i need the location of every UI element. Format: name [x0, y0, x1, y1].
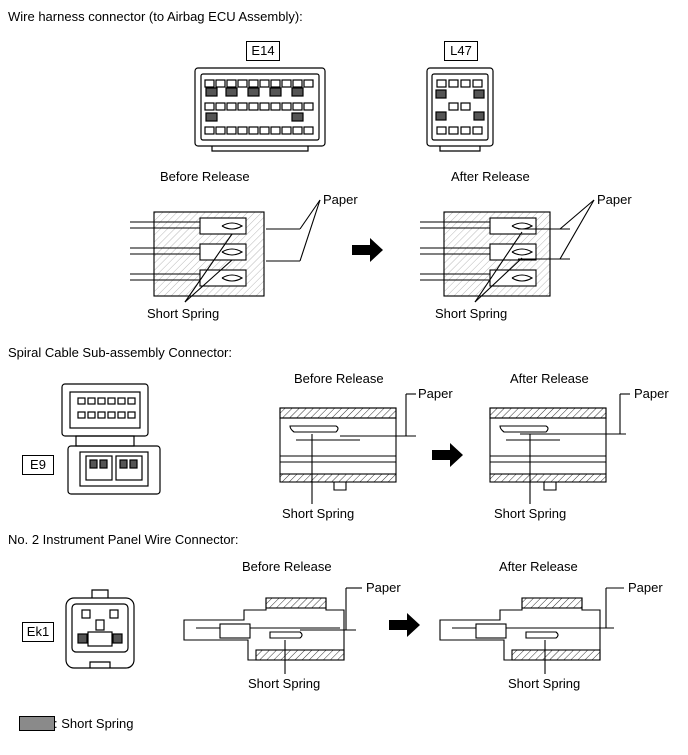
legend-swatch: [19, 716, 55, 731]
short-spring-label: Short Spring: [248, 676, 321, 691]
section2-before-side-view: [279, 393, 416, 504]
connector-e14-face: [194, 67, 326, 152]
after-release-label: After Release: [499, 559, 578, 574]
legend-label: : Short Spring: [54, 716, 134, 731]
paper-label: Paper: [597, 192, 632, 207]
section1-before-side-view: [130, 199, 321, 303]
section3-before-side-view: [183, 587, 362, 674]
after-release-label: After Release: [451, 169, 530, 184]
arrow-icon: [432, 443, 463, 467]
arrow-icon: [352, 238, 383, 262]
after-release-label: After Release: [510, 371, 589, 386]
before-release-label: Before Release: [160, 169, 250, 184]
connector-code-ek1: Ek1: [22, 622, 54, 642]
connector-l47-face: [426, 67, 494, 152]
paper-label: Paper: [366, 580, 401, 595]
before-release-label: Before Release: [294, 371, 384, 386]
connector-code-l47: L47: [444, 41, 478, 61]
section-title-instrument-panel: No. 2 Instrument Panel Wire Connector:: [8, 532, 239, 547]
section3-after-side-view: [439, 587, 624, 674]
connector-code-e9: E9: [22, 455, 54, 475]
short-spring-label: Short Spring: [147, 306, 220, 321]
section2-after-side-view: [489, 393, 630, 504]
short-spring-label: Short Spring: [494, 506, 567, 521]
section-title-airbag-ecu: Wire harness connector (to Airbag ECU As…: [8, 9, 303, 24]
paper-label: Paper: [628, 580, 663, 595]
paper-label: Paper: [634, 386, 669, 401]
section1-after-side-view: [420, 199, 595, 303]
short-spring-label: Short Spring: [282, 506, 355, 521]
paper-label: Paper: [323, 192, 358, 207]
short-spring-label: Short Spring: [508, 676, 581, 691]
short-spring-label: Short Spring: [435, 306, 508, 321]
before-release-label: Before Release: [242, 559, 332, 574]
connector-e9-face: [61, 383, 161, 495]
connector-code-e14: E14: [246, 41, 280, 61]
paper-label: Paper: [418, 386, 453, 401]
section-title-spiral-cable: Spiral Cable Sub-assembly Connector:: [8, 345, 232, 360]
arrow-icon: [389, 613, 420, 637]
connector-ek1-face: [65, 589, 135, 669]
